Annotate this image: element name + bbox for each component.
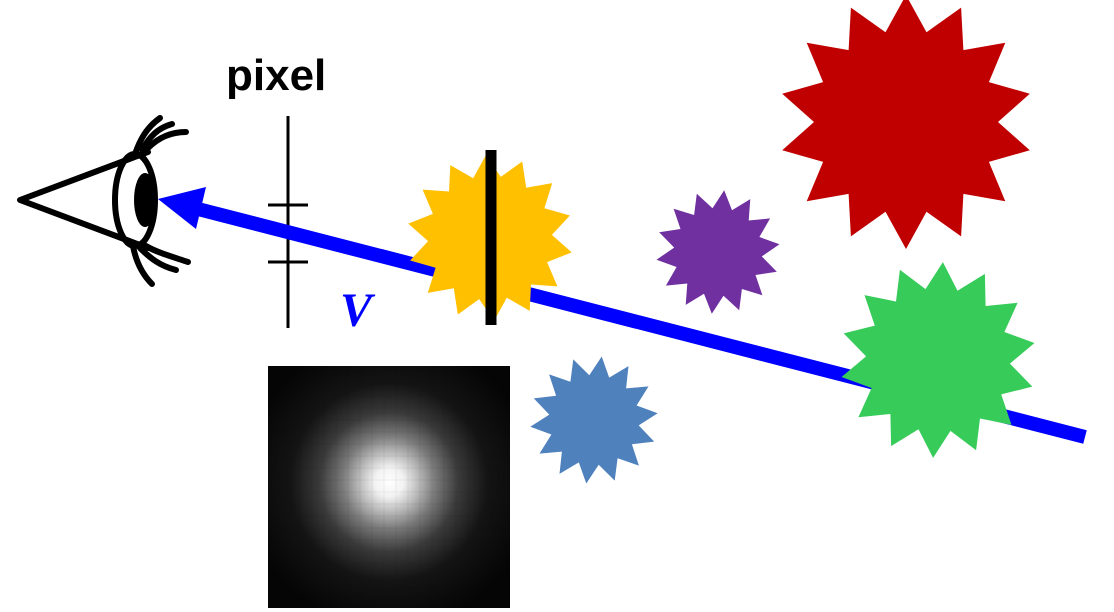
ray-label: V bbox=[340, 284, 376, 337]
eye-icon bbox=[17, 115, 191, 287]
purple-star bbox=[656, 190, 780, 314]
stars-group bbox=[530, 0, 1030, 484]
blue-star bbox=[530, 356, 658, 484]
psf-image bbox=[268, 366, 510, 608]
ray-arrowhead bbox=[158, 187, 206, 229]
pixel-grid-icon bbox=[268, 116, 308, 328]
pixel-label: pixel bbox=[226, 51, 326, 100]
red-star bbox=[782, 0, 1030, 249]
green-star bbox=[841, 262, 1035, 458]
